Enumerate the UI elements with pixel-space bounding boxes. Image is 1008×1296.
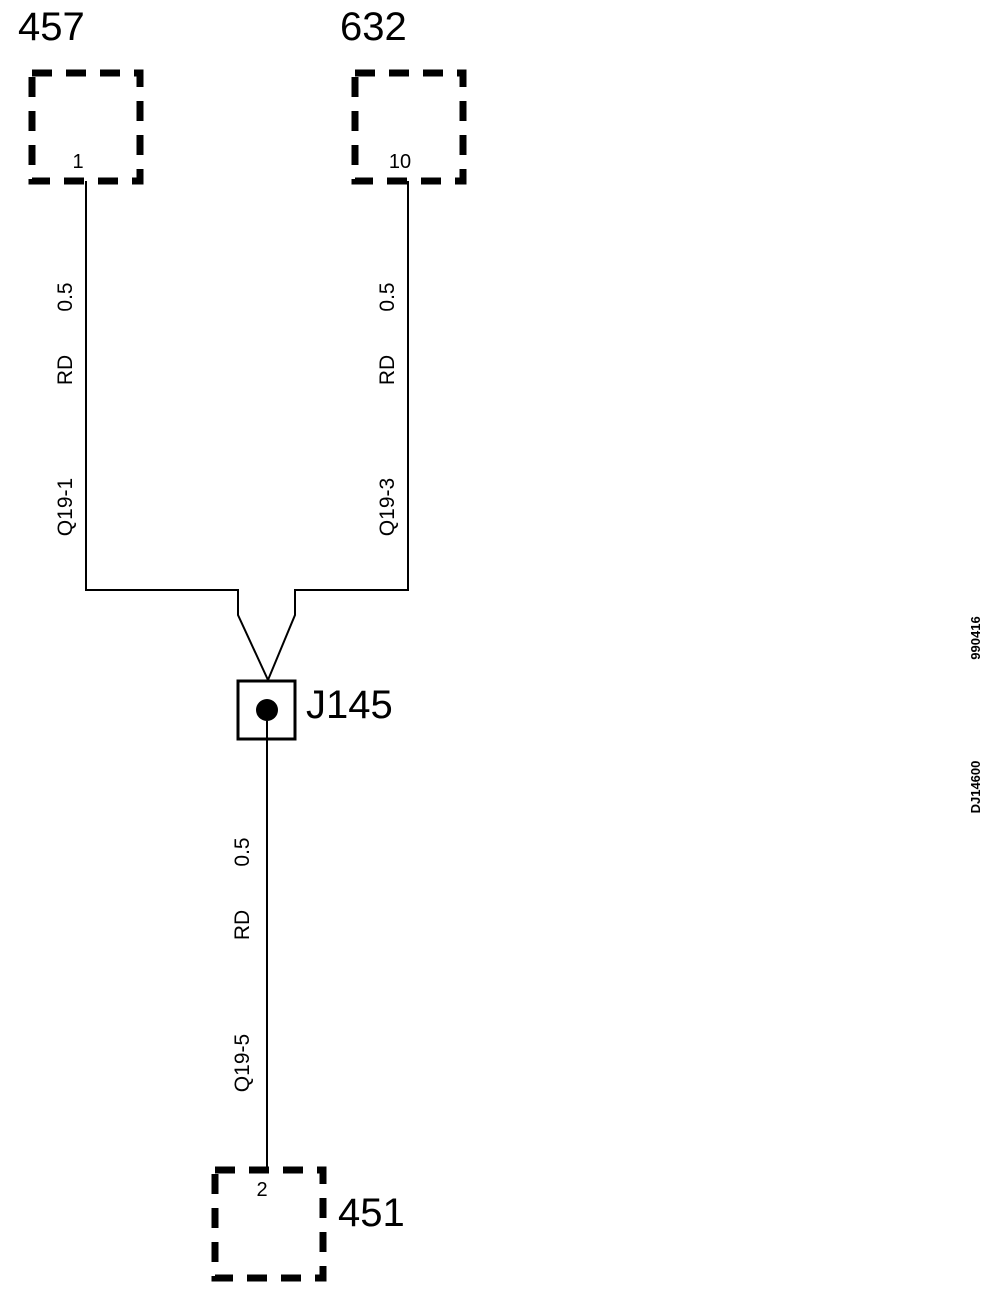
component-457-label: 457 — [18, 5, 85, 49]
component-451-label: 451 — [338, 1191, 405, 1235]
reference-code-a: 990416 — [968, 616, 983, 659]
wire-q19-1-color: RD — [54, 355, 77, 385]
component-457-pin: 1 — [72, 151, 83, 173]
splice-dot — [256, 699, 278, 721]
wire-q19-5-circuit: Q19-5 — [231, 1034, 254, 1092]
component-451: 2 451 — [211, 1166, 405, 1282]
splice-label: J145 — [306, 683, 393, 727]
component-632-box — [351, 69, 467, 185]
wire-q19-1-circuit: Q19-1 — [54, 478, 77, 536]
wire-q19-3 — [267, 181, 409, 681]
component-632-pin: 10 — [389, 151, 411, 173]
splice-j145: J145 — [236, 679, 393, 741]
wire-q19-3-color: RD — [376, 355, 399, 385]
wire-q19-5-size: 0.5 — [231, 837, 254, 866]
component-632: 632 10 — [340, 5, 467, 185]
reference-code-b: DJ14600 — [968, 761, 983, 814]
wire-q19-5-color: RD — [231, 910, 254, 940]
component-457-box — [28, 69, 144, 185]
wire-q19-3-size: 0.5 — [376, 282, 399, 311]
wire-q19-1-size: 0.5 — [54, 282, 77, 311]
component-632-label: 632 — [340, 5, 407, 49]
component-457: 457 1 — [18, 5, 144, 185]
wire-q19-3-circuit: Q19-3 — [376, 478, 399, 536]
component-451-pin: 2 — [256, 1179, 267, 1201]
wire-q19-1 — [85, 181, 269, 681]
component-451-box — [211, 1166, 327, 1282]
